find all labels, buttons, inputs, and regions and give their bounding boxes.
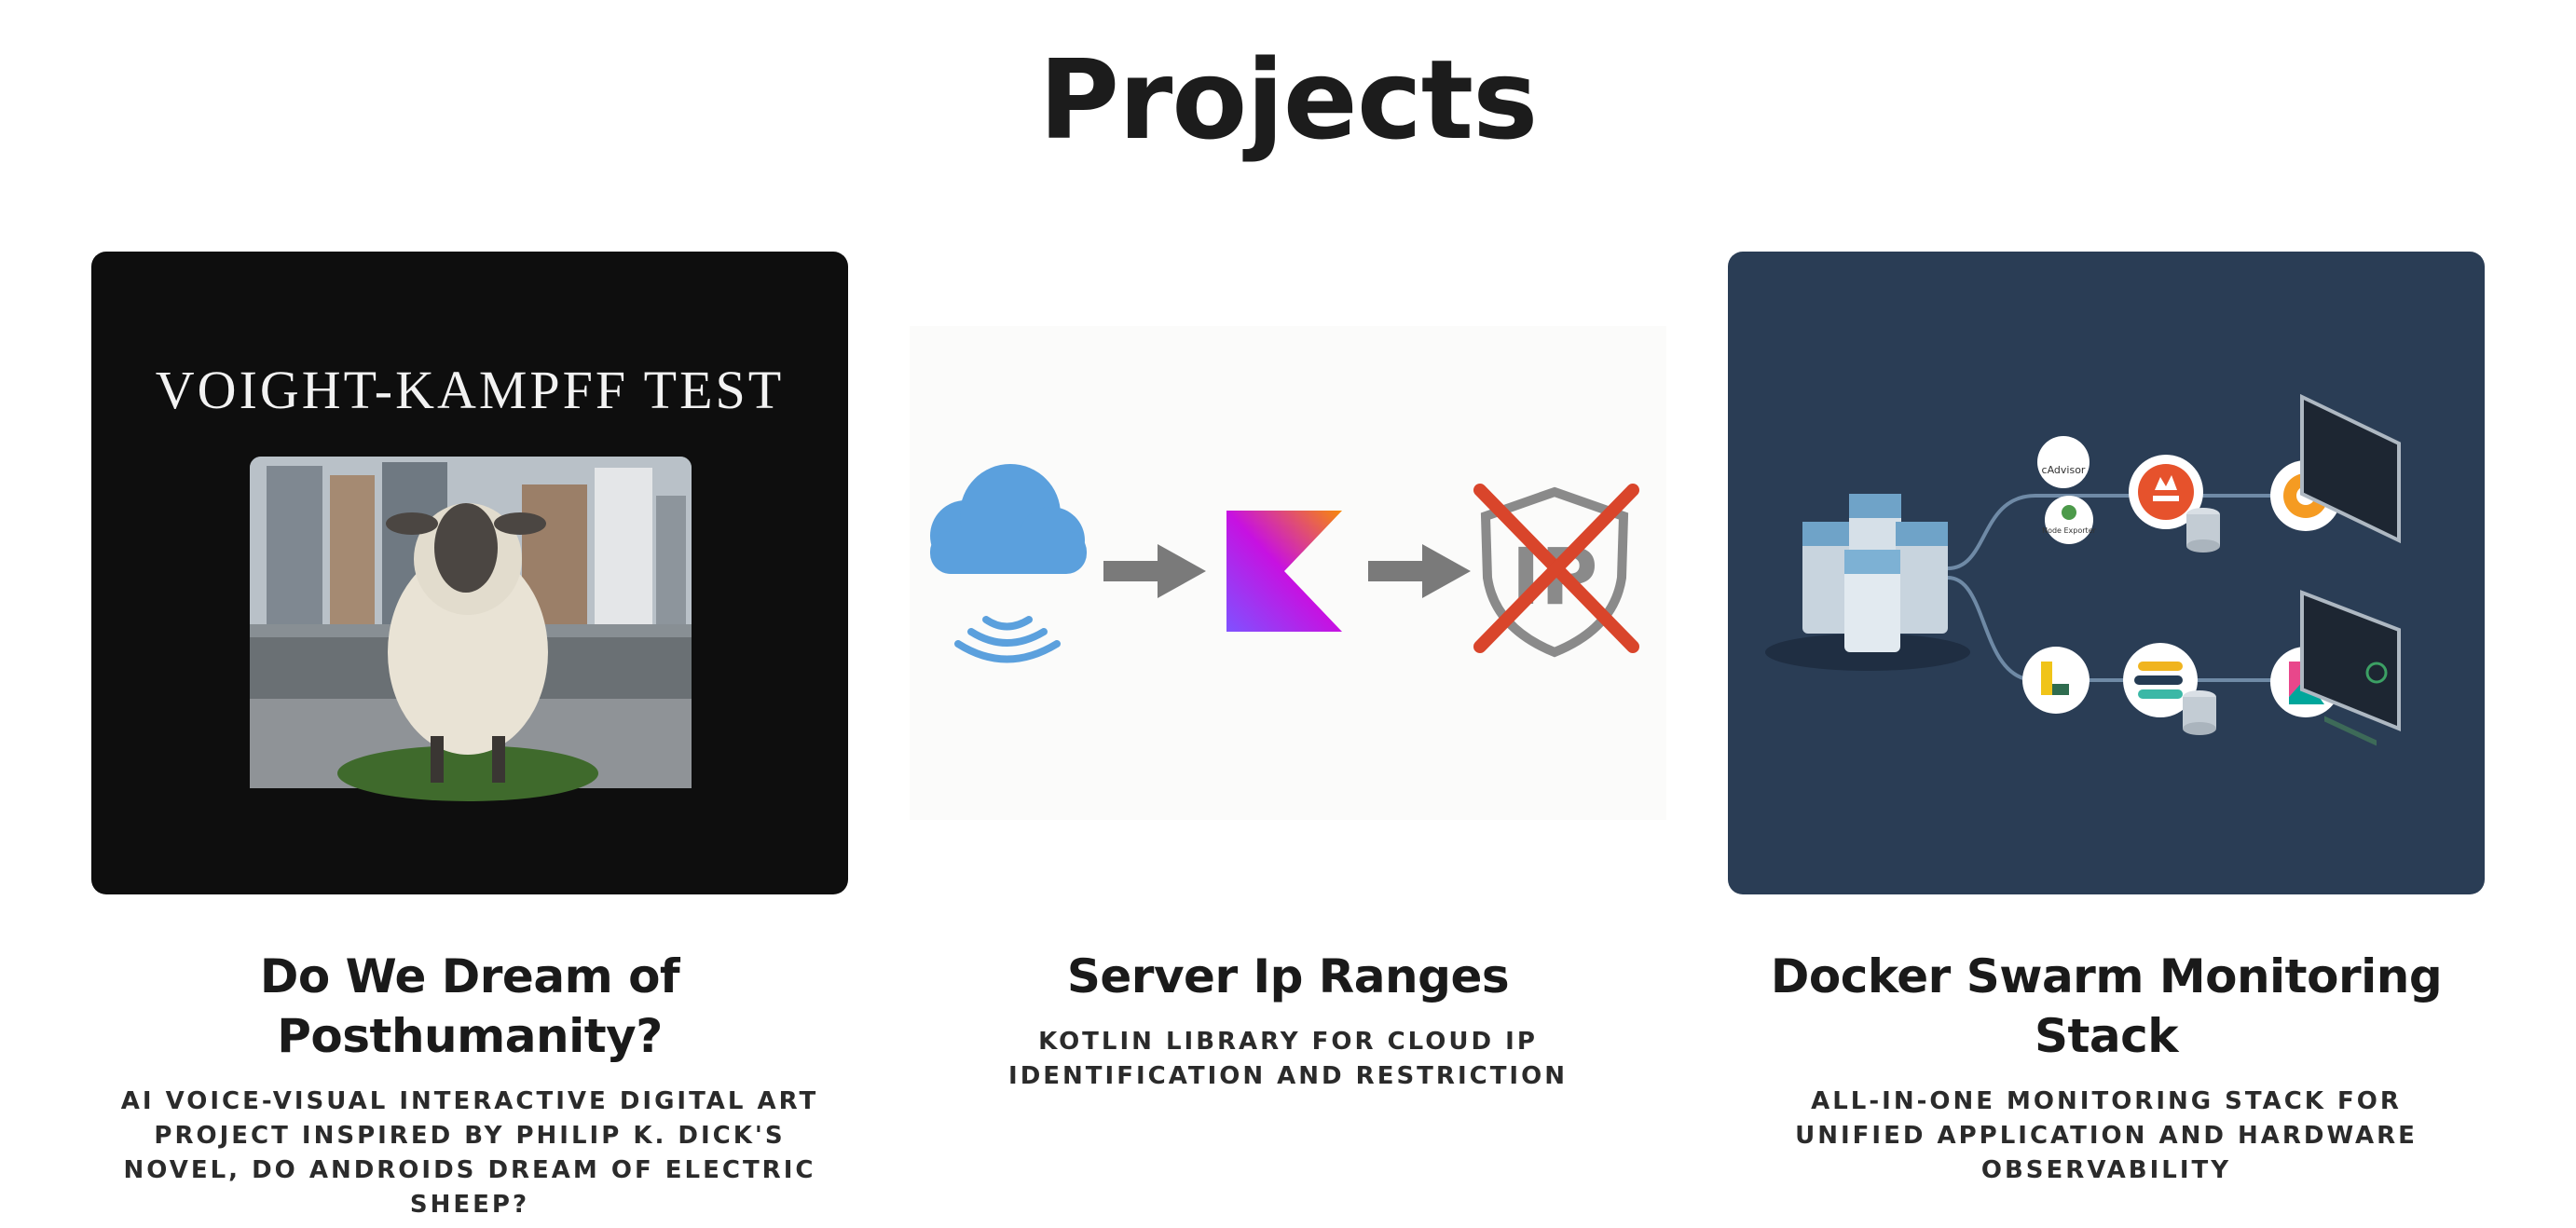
kotlin-icon — [1226, 511, 1342, 632]
projects-grid: VOIGHT-KAMPFF TEST — [91, 252, 2487, 1219]
banner-text: VOIGHT-KAMPFF TEST — [156, 360, 784, 420]
arrow-right-icon — [1103, 544, 1206, 598]
project-description: All-in-one monitoring stack for unified … — [1795, 1087, 2418, 1184]
prometheus-icon — [2129, 455, 2203, 529]
dashboard-monitor-icon — [2300, 590, 2401, 731]
server-ip-ranges-image: IP — [910, 252, 1666, 894]
project-title[interactable]: Docker Swarm Monitoring Stack — [1770, 949, 2443, 1063]
page-title: Projects — [1038, 35, 1539, 164]
project-thumbnail-posthumanity[interactable]: VOIGHT-KAMPFF TEST — [91, 252, 848, 894]
project-card-server-ip-ranges[interactable]: IP Server Ip Ranges Kotlin library for c… — [910, 252, 1666, 1094]
node-exporter-icon: Node Exporter — [2042, 496, 2097, 544]
project-description: AI voice-visual interactive digital art … — [120, 1087, 819, 1219]
database-icon — [2186, 508, 2220, 553]
project-title[interactable]: Do We Dream of Posthumanity? — [259, 949, 680, 1063]
arrow-right-icon — [1368, 544, 1471, 598]
elasticsearch-icon — [2123, 643, 2198, 717]
project-card-docker-swarm[interactable]: cAdvisor Node Exporter — [1728, 252, 2485, 1188]
cadvisor-label: cAdvisor — [2042, 464, 2086, 476]
dashboard-monitor-icon — [2300, 393, 2401, 746]
cadvisor-icon: cAdvisor — [2037, 436, 2090, 488]
server-cluster-icon — [1765, 494, 1970, 671]
project-description: Kotlin library for cloud IP identificati… — [1008, 1028, 1568, 1090]
docker-swarm-image: cAdvisor Node Exporter — [1728, 252, 2485, 894]
project-card-posthumanity[interactable]: VOIGHT-KAMPFF TEST — [91, 252, 848, 1222]
database-icon — [2183, 690, 2216, 735]
voight-kampff-image: VOIGHT-KAMPFF TEST — [91, 252, 848, 894]
project-title[interactable]: Server Ip Ranges — [1066, 949, 1510, 1003]
project-thumbnail-docker-swarm[interactable]: cAdvisor Node Exporter — [1728, 252, 2485, 894]
cloud-icon — [930, 464, 1087, 663]
loki-icon — [2022, 647, 2090, 714]
blocked-ip-shield-icon: IP — [1473, 484, 1639, 658]
project-thumbnail-server-ip-ranges[interactable]: IP — [910, 252, 1666, 894]
node-exporter-label: Node Exporter — [2042, 526, 2097, 535]
